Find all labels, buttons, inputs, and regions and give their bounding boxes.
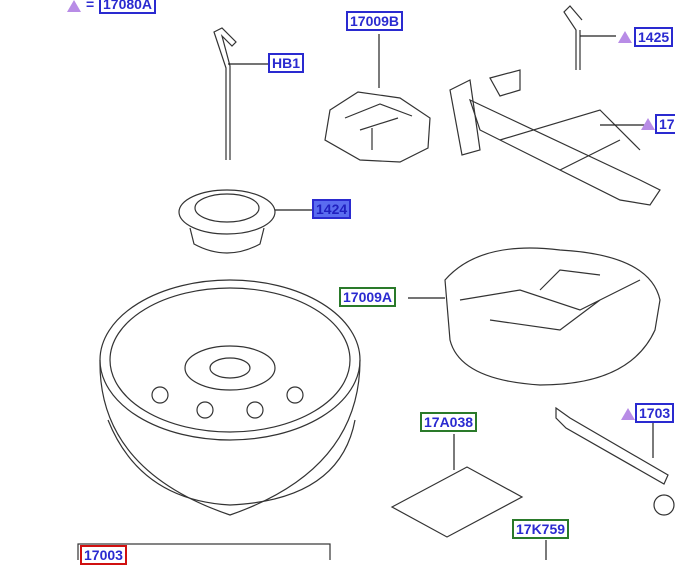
lug-wrench-hook-drawing (563, 5, 616, 70)
steel-wheel-drawing (99, 279, 361, 516)
hook-rod-drawing (213, 27, 268, 160)
spare-tray-drawing (408, 247, 661, 386)
callout-1703[interactable]: 1703 (635, 403, 675, 423)
callout-17-jack[interactable]: 17 (655, 114, 675, 134)
callout-1425[interactable]: 1425 (634, 27, 674, 47)
jack-holder-drawing (324, 34, 431, 163)
callout-1424-selected[interactable]: 1424 (312, 199, 352, 219)
callout-17a038[interactable]: 17A038 (420, 412, 478, 432)
callout-17009b[interactable]: 17009B (346, 11, 404, 31)
callout-hb1[interactable]: HB1 (268, 53, 305, 73)
callout-17009a[interactable]: 17009A (339, 287, 397, 307)
wheel-brace-drawing (555, 406, 675, 516)
legend-code-17080a[interactable]: 17080A (99, 0, 157, 14)
manual-drawing (390, 434, 524, 538)
triangle-icon (67, 0, 81, 12)
callout-17k759[interactable]: 17K759 (512, 519, 570, 539)
legend-equals: = (86, 0, 95, 12)
wheel-cup-drawing (178, 189, 312, 254)
triangle-icon (641, 118, 655, 130)
triangle-icon (621, 408, 635, 420)
scissor-jack-drawing (449, 69, 661, 206)
triangle-icon (618, 31, 632, 43)
inset-box-17003 (77, 543, 331, 560)
callout-17003[interactable]: 17003 (80, 545, 127, 565)
